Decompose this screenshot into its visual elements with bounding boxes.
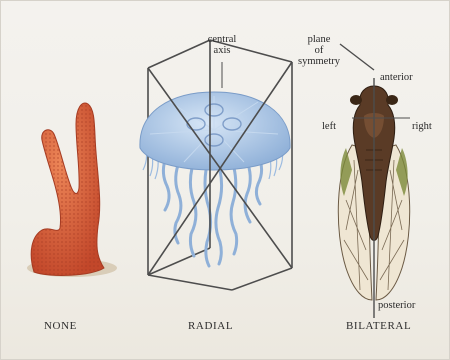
label-right: right [412,121,432,132]
sponge-illustration [27,103,117,277]
label-central-axis: central axis [196,34,248,56]
jellyfish-illustration [140,92,290,266]
caption-radial: RADIAL [188,320,233,332]
label-posterior: posterior [378,300,415,311]
label-plane-of-symmetry: plane of symmetry [291,34,347,67]
label-left: left [322,121,336,132]
caption-none: NONE [44,320,77,332]
caption-bilateral: BILATERAL [346,320,411,332]
label-anterior: anterior [380,72,413,83]
